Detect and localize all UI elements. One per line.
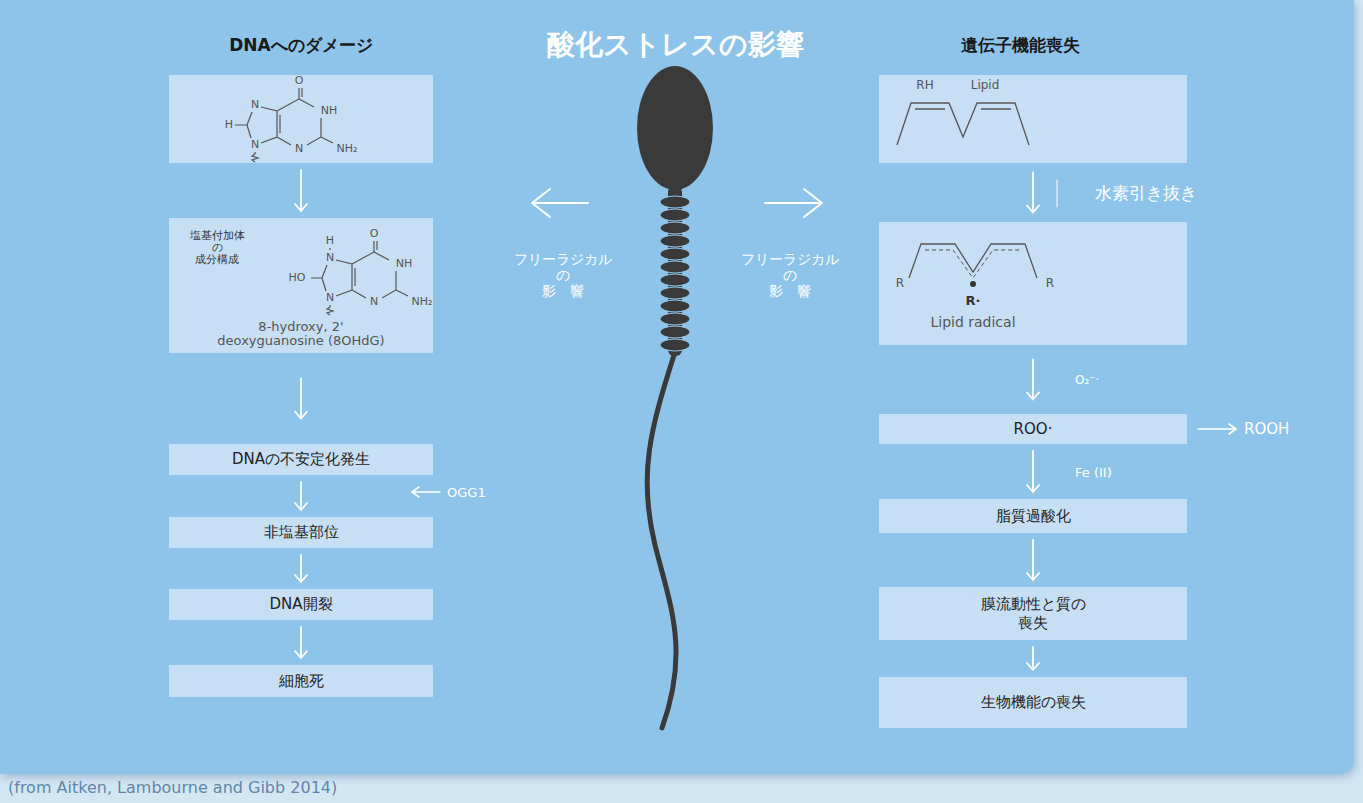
radical-dot xyxy=(970,281,976,287)
flow-arrow xyxy=(1027,647,1039,670)
column-heading: DNAへのダメージ xyxy=(229,34,373,57)
lipid-radical-structure xyxy=(879,222,1187,345)
structure-label: N xyxy=(251,139,259,151)
structure-label: Lipid radical xyxy=(930,315,1015,330)
coil xyxy=(660,196,690,208)
coil xyxy=(660,274,690,286)
edge-label: 水素引き抜き xyxy=(1095,181,1197,204)
process-box: DNA開裂 xyxy=(169,589,433,620)
process-box: 脂質過酸化 xyxy=(879,499,1187,533)
sperm-head xyxy=(637,66,713,190)
structure-box: R R R· Lipid radical xyxy=(879,222,1187,345)
process-box: 非塩基部位 xyxy=(169,517,433,548)
caption: (from Aitken, Lambourne and Gibb 2014) xyxy=(8,778,337,797)
structure-label: O xyxy=(370,228,379,240)
flow-arrow xyxy=(1027,173,1039,213)
box-text: DNA開裂 xyxy=(269,595,332,614)
structure-label: N xyxy=(251,99,259,111)
edge-label: O₂⁻· xyxy=(1075,373,1099,387)
sperm xyxy=(637,66,713,728)
box-text: 非塩基部位 xyxy=(264,523,339,542)
structure-box: O H N NH N N NH₂ xyxy=(169,75,433,163)
flow-arrow xyxy=(1027,540,1039,580)
title: 酸化ストレスの影響 xyxy=(547,26,804,64)
flow-arrow xyxy=(295,482,307,510)
flow-arrow xyxy=(1027,360,1039,400)
bonds xyxy=(235,88,333,162)
separator-line xyxy=(1057,180,1058,207)
box-text: DNAの不安定化発生 xyxy=(232,450,370,469)
midpiece-coils xyxy=(660,196,690,351)
structure-label: N xyxy=(326,292,334,304)
structure-label: NH xyxy=(396,258,413,270)
rooh-arrow xyxy=(1198,424,1236,434)
process-box: 膜流動性と質の 喪失 xyxy=(879,587,1187,640)
structure-box: 塩基付加体 の 成分構成HNHONONHNNH₂8-hydroxy, 2' de… xyxy=(169,218,433,353)
structure-label: NH xyxy=(321,105,338,117)
coil xyxy=(660,313,690,325)
radical-chain xyxy=(909,244,1037,278)
free-radical-arrows xyxy=(532,189,822,217)
box-text: 膜流動性と質の 喪失 xyxy=(889,595,1177,633)
flow-arrow xyxy=(295,379,307,419)
coil xyxy=(660,235,690,247)
structure-label: NH₂ xyxy=(412,296,433,308)
column-heading: 遺伝子機能喪失 xyxy=(961,34,1080,57)
enzyme-label: OGG1 xyxy=(447,485,486,500)
process-box: ROO· xyxy=(879,414,1187,444)
structure-label: HO xyxy=(289,272,306,284)
graphic xyxy=(311,241,408,315)
delocalised-bond xyxy=(925,250,1021,278)
sperm-tail xyxy=(647,352,676,728)
structure-label: R· xyxy=(966,294,981,308)
coil xyxy=(660,209,690,221)
lipid-chain xyxy=(897,103,1029,145)
structure-label: N xyxy=(326,252,334,264)
coil xyxy=(660,326,690,338)
structure-label: 塩基付加体 の 成分構成 xyxy=(186,230,248,266)
structure-label: H xyxy=(225,119,233,131)
structure-label: O xyxy=(295,75,304,87)
product-label: ROOH xyxy=(1244,420,1289,438)
coil xyxy=(660,222,690,234)
coil xyxy=(660,339,690,351)
structure-label: RH xyxy=(916,79,933,92)
process-box: 細胞死 xyxy=(169,665,433,697)
structure-label: R xyxy=(1046,277,1054,290)
structure-label: H xyxy=(326,235,334,247)
structure-label: NH₂ xyxy=(337,143,358,155)
process-box: DNAの不安定化発生 xyxy=(169,444,433,475)
structure-label: Lipid xyxy=(971,79,1000,92)
flow-arrow xyxy=(1027,451,1039,492)
left-arrow xyxy=(532,189,588,217)
arrow-label: フリーラジカル の 影 響 xyxy=(507,251,619,299)
side-arrows xyxy=(412,180,1236,497)
structure-label: N xyxy=(295,143,303,155)
structure-box: RH Lipid xyxy=(879,75,1187,163)
right-arrow xyxy=(765,189,822,217)
coil xyxy=(660,287,690,299)
process-box: 生物機能の喪失 xyxy=(879,677,1187,728)
flow-arrow xyxy=(295,170,307,211)
box-text: 脂質過酸化 xyxy=(996,507,1071,526)
box-text: 生物機能の喪失 xyxy=(981,693,1086,712)
coil xyxy=(660,248,690,260)
flow-arrow xyxy=(295,627,307,658)
structure-label: N xyxy=(370,296,378,308)
box-text: 細胞死 xyxy=(279,672,324,691)
flow-arrow xyxy=(295,555,307,582)
structure-label: R xyxy=(896,277,904,290)
box-text: ROO· xyxy=(1014,420,1053,439)
arrow-label: フリーラジカル の 影 響 xyxy=(734,251,846,299)
edge-label: Fe (II) xyxy=(1075,464,1112,479)
structure-label: 8-hydroxy, 2' deoxyguanosine (8OHdG) xyxy=(206,320,396,349)
coil xyxy=(660,261,690,273)
coil xyxy=(660,300,690,312)
bonds xyxy=(311,241,408,315)
ogg1-arrow xyxy=(412,487,440,497)
